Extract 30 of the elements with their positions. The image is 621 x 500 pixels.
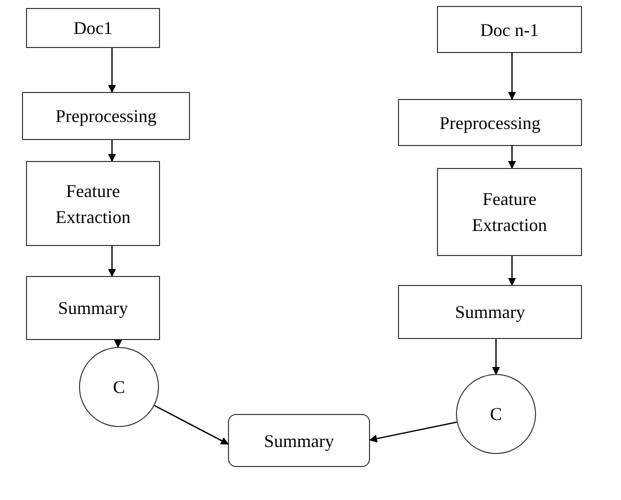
node-label: Feature Extraction <box>54 180 132 228</box>
arrow <box>508 146 516 169</box>
arrow <box>108 48 116 93</box>
process-box <box>228 414 370 467</box>
node-label: Summary <box>454 301 526 324</box>
arrow <box>108 246 116 277</box>
process-box <box>398 285 582 339</box>
arrow <box>492 339 500 375</box>
node-label: Doc1 <box>72 17 114 40</box>
node-label: C <box>488 403 503 426</box>
process-box <box>437 6 582 53</box>
arrow <box>108 140 116 162</box>
arrow <box>369 421 457 442</box>
node-label: C <box>112 376 126 399</box>
process-box <box>398 99 582 146</box>
node-label: Summary <box>263 430 335 453</box>
process-box <box>437 168 582 256</box>
node-label: Doc n-1 <box>479 18 540 42</box>
process-box <box>26 276 160 340</box>
arrow <box>114 340 122 348</box>
process-box <box>26 8 160 48</box>
process-box <box>22 92 190 140</box>
node-label: Summary <box>57 297 129 320</box>
process-box <box>26 161 160 246</box>
arrow <box>508 256 516 286</box>
node-label: Preprocessing <box>438 112 542 135</box>
node-label: Preprocessing <box>54 105 158 128</box>
arrow <box>508 53 516 100</box>
node-label: Feature Extraction <box>471 188 548 237</box>
arrow <box>154 404 229 445</box>
